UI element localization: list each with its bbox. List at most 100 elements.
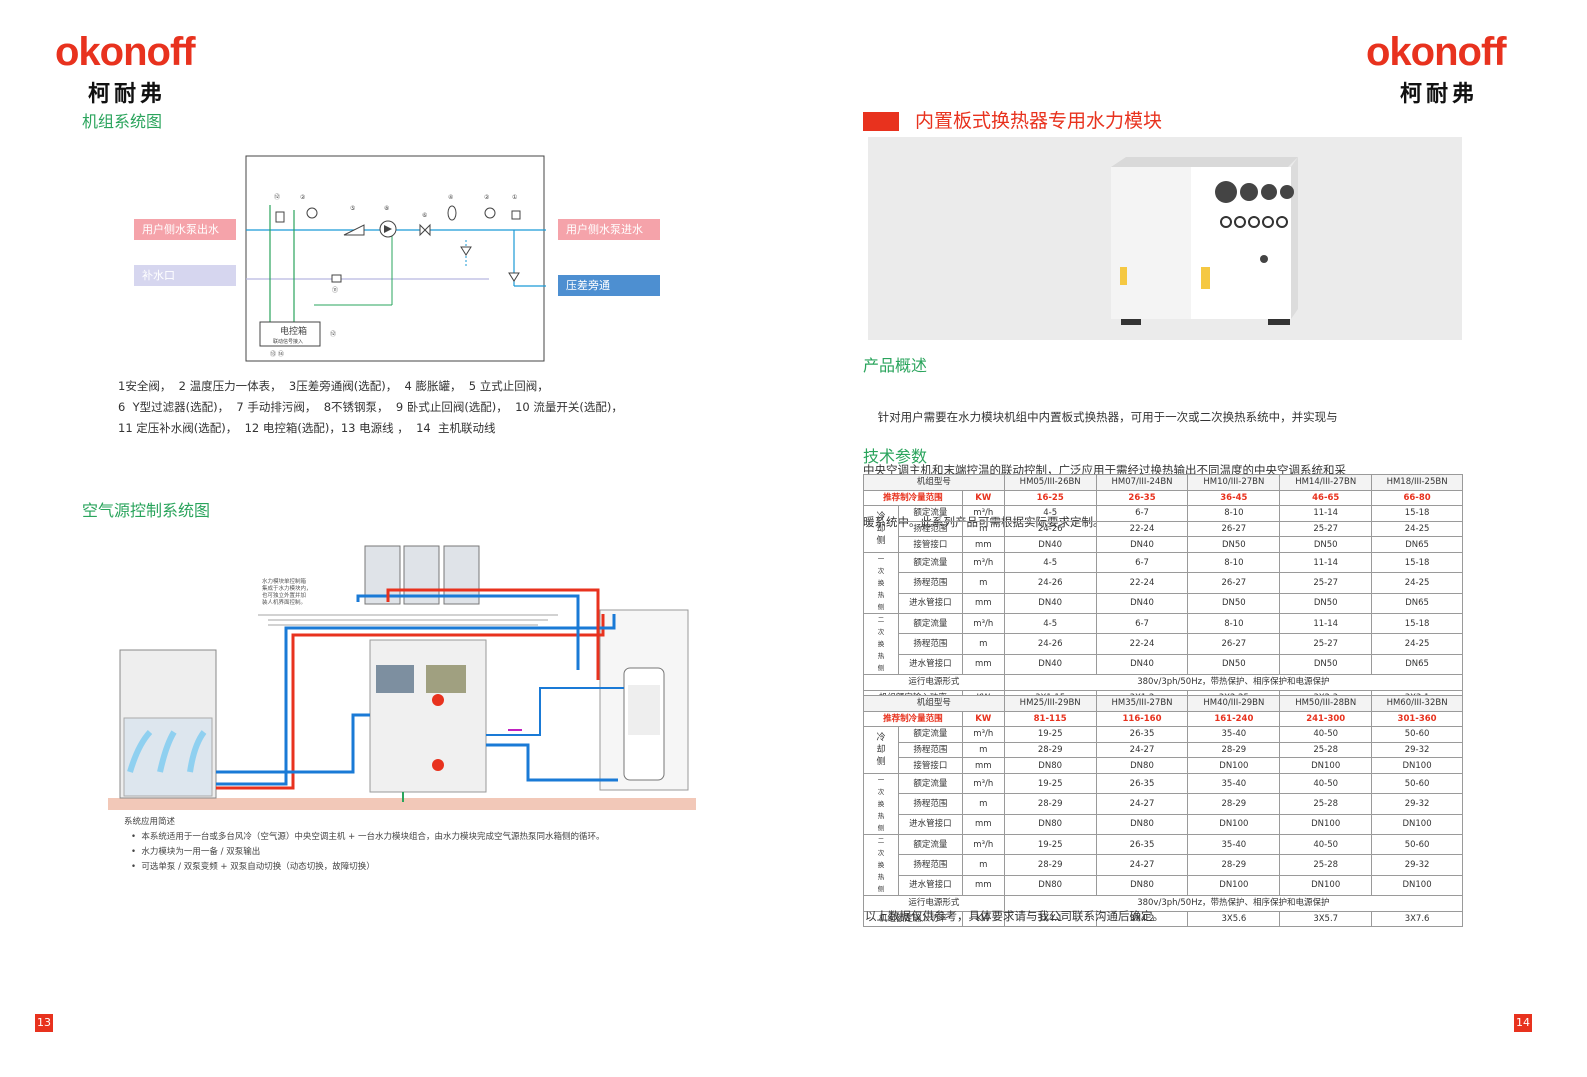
unit-cell: m³/h	[961, 505, 1005, 522]
value-cell: 81-115	[1003, 710, 1097, 728]
unit-cell: mm	[961, 813, 1005, 835]
value-cell: DN100	[1279, 757, 1373, 774]
value-cell: 28-29	[1187, 793, 1281, 815]
value-cell: 11-14	[1279, 612, 1373, 635]
table-row: 推荐制冷量范围 KW 16-25 26-35 36-45 46-65 66-80	[863, 489, 1463, 507]
value-cell: 25-27	[1279, 633, 1373, 655]
value-cell: 26-27	[1187, 572, 1281, 594]
model-cell: HM60/III-32BN	[1371, 695, 1463, 712]
value-cell: 11-14	[1279, 505, 1373, 522]
table-row: 进水管接口 mm DN80 DN80 DN100 DN100 DN100	[864, 874, 1463, 896]
row-label: 额定流量	[897, 726, 963, 743]
value-cell: 25-27	[1279, 572, 1373, 594]
value-cell: DN100	[1279, 874, 1373, 896]
label-makeup: 补水口	[134, 265, 236, 286]
value-cell: 19-25	[1003, 726, 1097, 743]
note-item: 本系统适用于一台或多台风冷（空气源）中央空调主机 + 一台水力模块组合，由水力模…	[141, 832, 605, 842]
model-cell: HM14/III-27BN	[1279, 474, 1373, 491]
component-legend: 1安全阀， 2 温度压力一体表， 3压差旁通阀(选配)， 4 膨胀罐， 5 立式…	[118, 376, 623, 439]
value-cell: 6-7	[1095, 612, 1189, 635]
unit-cell: mm	[961, 592, 1005, 614]
value-cell: 3X4.1	[1003, 910, 1097, 928]
value-cell: DN40	[1003, 592, 1097, 614]
value-cell: 19-25	[1003, 772, 1097, 795]
value-cell: 24-25	[1371, 572, 1463, 594]
table-row: 扬程范围 m 24-26 22-24 26-27 25-27 24-25	[864, 520, 1463, 538]
page-title: 内置板式换热器专用水力模块	[915, 110, 1163, 132]
svg-text:①: ①	[512, 194, 517, 201]
unit-cell: m³/h	[961, 551, 1005, 574]
value-cell: DN50	[1187, 653, 1281, 675]
value-cell: 24-26	[1003, 572, 1097, 594]
value-cell: DN80	[1095, 813, 1189, 835]
group-label-secondary: 二次换热侧	[863, 833, 899, 896]
svg-text:⑬ ⑭: ⑬ ⑭	[270, 350, 284, 358]
table-row: 冷却侧 额定流量 m³/h 4-5 6-7 8-10 11-14 15-18	[863, 505, 1463, 553]
bullet-icon: •	[131, 862, 137, 872]
value-cell: DN80	[1095, 874, 1189, 896]
value-cell: 24-25	[1371, 633, 1463, 655]
value-cell: 40-50	[1279, 772, 1373, 795]
overview-line: 中央空调主机和末端控温的联动控制，广泛应用于需经过换热输出不同温度的中央空调系统…	[863, 462, 1346, 477]
bullet-icon: •	[131, 832, 137, 842]
value-cell: DN50	[1187, 592, 1281, 614]
value-cell: DN100	[1279, 813, 1373, 835]
table-row: 机组型号 HM05/III-26BN HM07/III-24BN HM10/II…	[863, 474, 1463, 491]
value-cell: 50-60	[1371, 726, 1463, 743]
brand-logo-right: okonoff	[1366, 30, 1507, 74]
notes-list: • 本系统适用于一台或多台风冷（空气源）中央空调主机 + 一台水力模块组合，由水…	[131, 830, 604, 875]
value-cell: DN100	[1187, 757, 1281, 774]
diagram-note: 水力模块单控制箱 集成于水力模块内， 也可独立外置并加 装人机界面控制。	[262, 579, 312, 606]
note-item: 可选单泵 / 双泵变频 + 双泵自动切换（动态切换，故障切换）	[141, 862, 375, 872]
value-cell: 24-25	[1371, 520, 1463, 538]
value-cell: 40-50	[1279, 833, 1373, 856]
value-cell: DN65	[1371, 536, 1463, 553]
row-label: 运行电源形式	[863, 673, 1005, 691]
table-row: 扬程范围 m 24-26 22-24 26-27 25-27 24-25	[864, 572, 1463, 594]
row-label: 机组型号	[863, 474, 1005, 491]
section-title-air-source: 空气源控制系统图	[82, 501, 211, 520]
value-cell: DN40	[1003, 653, 1097, 675]
value-cell: 4-5	[1003, 505, 1097, 522]
section-title-specs: 技术参数	[863, 447, 928, 466]
group-label-primary: 一次换热侧	[863, 772, 899, 835]
section-title-system-diagram: 机组系统图	[82, 112, 163, 131]
bullet-icon: •	[131, 847, 137, 857]
title-accent-bar	[863, 112, 899, 131]
row-label: 推荐制冷量范围	[863, 710, 963, 728]
value-cell: 28-29	[1187, 854, 1281, 876]
legend-line: 6 Y型过滤器(选配)， 7 手动排污阀， 8不锈钢泵， 9 卧式止回阀(选配)…	[118, 400, 623, 414]
row-label: 接管接口	[897, 536, 963, 553]
svg-text:②: ②	[300, 194, 306, 201]
value-cell: DN65	[1371, 653, 1463, 675]
row-label: 机组型号	[863, 695, 1005, 712]
value-cell: 26-35	[1095, 772, 1189, 795]
value-cell: 3X5.6	[1187, 910, 1281, 928]
footer-note: 以上数据仅供参考，具体要求请与我公司联系沟通后确定。	[865, 909, 1164, 923]
control-box-sublabel: 联动信号接入	[273, 338, 303, 345]
row-label: 进水管接口	[897, 592, 963, 614]
row-label: 扬程范围	[897, 741, 963, 759]
table-row: 冷却侧 额定流量 m³/h 19-25 26-35 35-40 40-50 50…	[863, 726, 1463, 774]
unit-cell: KW	[961, 489, 1005, 507]
svg-text:⑫: ⑫	[274, 193, 280, 201]
value-cell: 26-35	[1095, 833, 1189, 856]
label-user-out: 用户侧水泵出水	[134, 219, 236, 240]
value-cell: DN40	[1095, 592, 1189, 614]
table-row: 一次换热侧 额定流量 m³/h 4-5 6-7 8-10 11-14 15-18	[863, 551, 1463, 614]
value-cell: DN50	[1279, 653, 1373, 675]
value-cell: 24-27	[1095, 854, 1189, 876]
row-label: 进水管接口	[897, 813, 963, 835]
table-row: 机组额定输入功率 KW 3X4.1 3X4.2 3X5.6 3X5.7 3X7.…	[863, 910, 1463, 928]
control-box-label: 电控箱	[280, 325, 307, 337]
note-item: 水力模块为一用一备 / 双泵输出	[141, 847, 261, 857]
value-cell: DN50	[1187, 536, 1281, 553]
row-label: 额定流量	[897, 772, 963, 795]
value-cell: 8-10	[1187, 551, 1281, 574]
value-cell: 6-7	[1095, 505, 1189, 522]
value-cell: 116-160	[1095, 710, 1189, 728]
unit-cell: m³/h	[961, 772, 1005, 795]
table-row: 扬程范围 m 28-29 24-27 28-29 25-28 29-32	[864, 741, 1463, 759]
unit-cell: KW	[961, 910, 1005, 928]
value-cell: 50-60	[1371, 772, 1463, 795]
